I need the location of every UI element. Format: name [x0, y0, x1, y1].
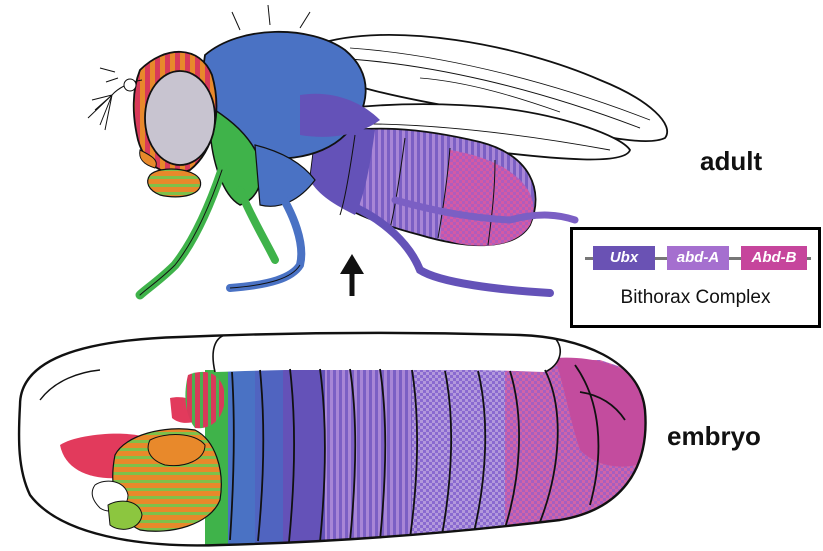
gene-abd-b: Abd-B — [741, 246, 807, 270]
complex-title: Bithorax Complex — [573, 287, 818, 309]
embryo-label: embryo — [667, 421, 761, 452]
bithorax-complex-legend: Ubx abd-A Abd-B Bithorax Complex — [570, 227, 821, 328]
gene-abd-a: abd-A — [667, 246, 729, 270]
embryo — [19, 332, 660, 550]
adult-label: adult — [700, 146, 762, 177]
upward-arrow-icon — [340, 254, 364, 296]
fly-eye — [145, 71, 215, 165]
embryo-band-abda — [325, 370, 415, 550]
gene-ubx: Ubx — [593, 246, 655, 270]
